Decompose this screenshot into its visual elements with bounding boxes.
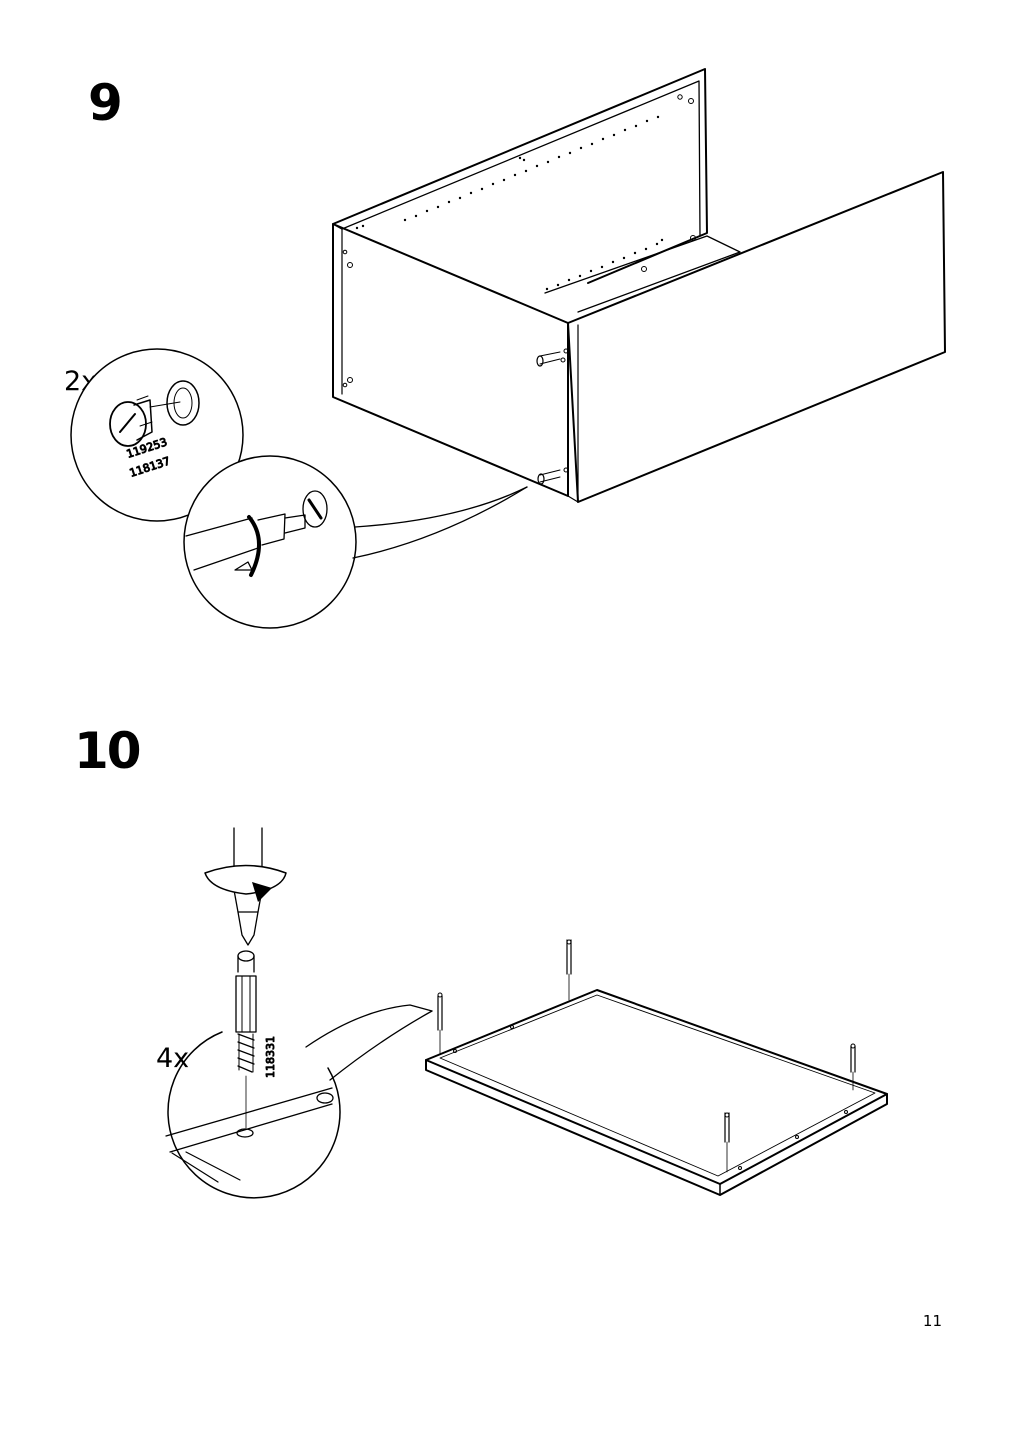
top-panel-drawing bbox=[425, 939, 888, 1196]
step-10-quantity: 4x bbox=[156, 1043, 190, 1074]
hole-rows bbox=[355, 115, 664, 291]
drawer-box-drawing bbox=[332, 68, 946, 503]
step-9-number: 9 bbox=[88, 74, 123, 132]
screwdriver-callout bbox=[183, 455, 528, 629]
part-number-118331: 118331 bbox=[264, 1036, 277, 1078]
page-number: 11 bbox=[922, 1312, 942, 1330]
dowel-callout: 118331 bbox=[165, 827, 433, 1199]
cam-lock-callout: 119253 118137 bbox=[70, 348, 244, 522]
step-10-number: 10 bbox=[74, 722, 142, 780]
